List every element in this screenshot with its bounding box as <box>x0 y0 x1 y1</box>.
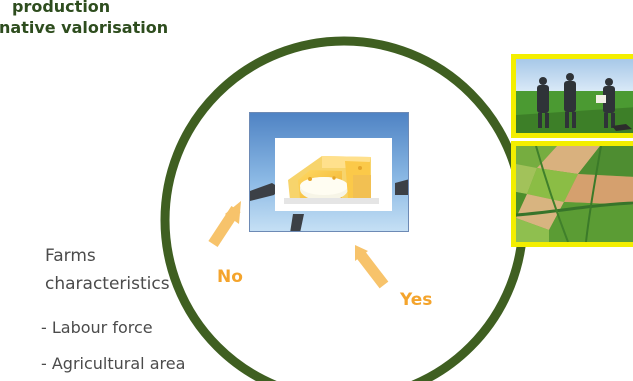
farms-label-line-2: characteristics <box>45 274 170 294</box>
no-arrow <box>208 201 241 248</box>
no-label: No <box>217 267 243 287</box>
title-line-1: production <box>12 0 111 16</box>
aerial-fields-image <box>511 141 633 247</box>
title-line-2: native valorisation <box>0 18 169 37</box>
yes-label: Yes <box>400 290 433 310</box>
cheese-image <box>249 112 409 232</box>
farms-label-line-1: Farms <box>45 246 96 266</box>
farmers-field-image <box>511 54 633 138</box>
agricultural-area-item: - Agricultural area <box>41 354 186 373</box>
yes-arrow <box>355 245 389 289</box>
labour-force-item: - Labour force <box>41 318 153 337</box>
